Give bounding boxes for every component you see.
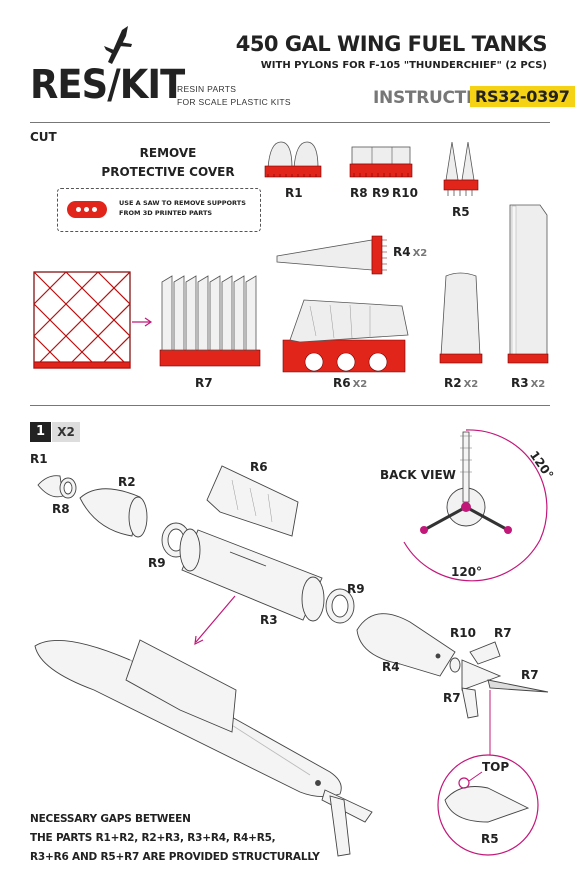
section-divider (30, 405, 550, 406)
back-view-diagram (403, 429, 548, 582)
label-r8: R8 (350, 186, 368, 200)
exploded-assembly-image (34, 465, 549, 857)
saw-note-line1: USE A SAW TO REMOVE SUPPORTS (119, 199, 246, 207)
angle-bottom-label: 120° (451, 565, 483, 579)
remove-line2: PROTECTIVE COVER (101, 165, 235, 179)
part-r6-image (282, 299, 409, 373)
label-r2-mult: X2 (463, 379, 479, 390)
step-label-r1: R1 (30, 452, 48, 466)
part-r8-r9-r10-image (349, 146, 413, 178)
product-title: 450 GAL WING FUEL TANKS (235, 32, 548, 56)
label-r7: R7 (195, 376, 213, 390)
part-r4-image (276, 235, 387, 275)
product-code-badge: RS32-0397 (470, 86, 575, 107)
step-label-r3: R3 (260, 613, 278, 627)
label-r10: R10 (392, 186, 418, 200)
part-r1-image (264, 141, 322, 178)
label-r4-text: R4 (393, 245, 411, 259)
label-r9: R9 (372, 186, 390, 200)
part-r7-image (159, 275, 261, 367)
back-view-label: BACK VIEW (380, 468, 456, 482)
gaps-note-line1: NECESSARY GAPS BETWEEN (30, 813, 191, 825)
step-multiplier-badge: X2 (52, 422, 80, 442)
label-r5: R5 (452, 205, 470, 219)
gaps-note-line3: R3+R6 AND R5+R7 ARE PROVIDED STRUCTURALL… (30, 851, 320, 863)
cut-heading: CUT (30, 130, 57, 144)
part-r3-image (507, 204, 549, 364)
step-label-r7b: R7 (521, 668, 539, 682)
part-r2-image (439, 272, 483, 364)
gaps-note: NECESSARY GAPS BETWEEN THE PARTS R1+R2, … (30, 810, 320, 867)
saw-note-text: USE A SAW TO REMOVE SUPPORTS FROM 3D PRI… (119, 198, 246, 218)
part-r5-image (443, 141, 479, 196)
step-label-top: TOP (482, 760, 510, 774)
step-label-r9a: R9 (148, 556, 166, 570)
label-r2-text: R2 (444, 376, 462, 390)
step-label-r7a: R7 (494, 626, 512, 640)
step-label-r10: R10 (450, 626, 476, 640)
instruction-label: INSTRUCTION (373, 88, 501, 108)
supports-pill-icon (67, 201, 107, 218)
assembly-arrow-icon (194, 595, 236, 646)
jet-logo-icon (104, 26, 132, 64)
label-r3-text: R3 (511, 376, 529, 390)
label-r6-text: R6 (333, 376, 351, 390)
step-label-r2: R2 (118, 475, 136, 489)
top-marker-icon (458, 777, 470, 789)
step-number-badge: 1 (30, 422, 51, 442)
label-r1: R1 (285, 186, 303, 200)
tagline-line2: FOR SCALE PLASTIC KITS (177, 97, 291, 107)
label-r4-mult: X2 (412, 248, 428, 259)
label-r3-mult: X2 (530, 379, 546, 390)
tagline-line1: RESIN PARTS (177, 84, 237, 94)
step-label-r7c: R7 (443, 691, 461, 705)
saw-note-line2: FROM 3D PRINTED PARTS (119, 209, 213, 217)
step-label-r6: R6 (250, 460, 268, 474)
step-label-r4: R4 (382, 660, 400, 674)
gaps-note-line2: THE PARTS R1+R2, R2+R3, R3+R4, R4+R5, (30, 832, 276, 844)
cut-arrow-icon (132, 317, 153, 327)
saw-note-box (57, 188, 261, 232)
remove-line1: REMOVE (139, 146, 197, 160)
header-divider (30, 122, 550, 123)
supports-lattice-image (33, 271, 131, 369)
step-label-r8: R8 (52, 502, 70, 516)
detail-circle (437, 754, 539, 856)
step-label-r5: R5 (481, 832, 499, 846)
label-r6-mult: X2 (352, 379, 368, 390)
reskit-logo: RES/KIT (30, 62, 185, 108)
step-label-r9b: R9 (347, 582, 365, 596)
product-subtitle: WITH PYLONS FOR F-105 "THUNDERCHIEF" (2 … (260, 60, 547, 71)
